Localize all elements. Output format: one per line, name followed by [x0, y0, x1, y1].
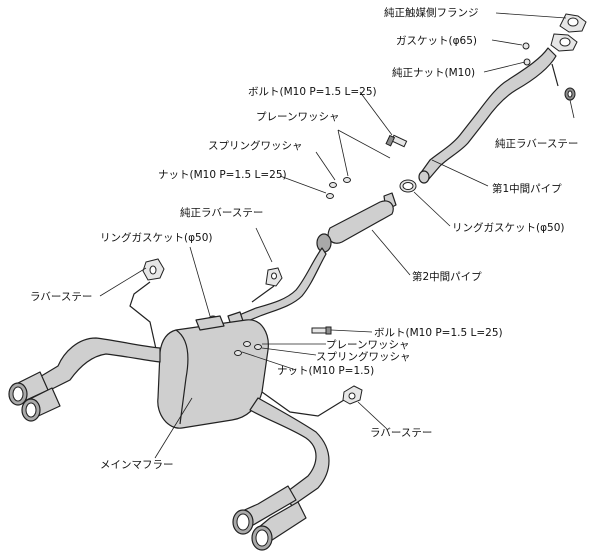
rubber-stay-right [342, 385, 363, 405]
rubber-stay-top [551, 63, 576, 101]
ring-gasket-50-right [399, 179, 417, 193]
tailpipe-tips-right [232, 485, 307, 551]
label-bolt-bottom: ボルト(M10 P=1.5 L=25) [374, 327, 503, 339]
label-spring-washer-bottom: スプリングワッシャ [316, 350, 411, 363]
label-rubber-stay-right: ラバーステー [370, 427, 432, 439]
washer-stack-top [326, 177, 351, 199]
label-bolt-top: ボルト(M10 P=1.5 L=25) [248, 86, 377, 98]
labels: 純正触媒側フランジ ガスケット(φ65) 純正ナット(M10) 純正ラバーステー… [30, 6, 578, 471]
bolt-bottom-icon [311, 326, 332, 335]
catalyst-flange [559, 13, 587, 33]
label-main-muffler: メインマフラー [100, 459, 174, 471]
label-plain-washer-top: プレーンワッシャ [256, 111, 339, 123]
label-catalyst-flange: 純正触媒側フランジ [384, 6, 479, 19]
oem-nut-icon [522, 42, 531, 66]
gasket-65 [550, 33, 578, 52]
rubber-stay-left [142, 258, 165, 281]
label-first-mid-pipe: 第1中間パイプ [492, 182, 562, 195]
main-muffler [37, 315, 330, 507]
label-second-mid-pipe: 第2中間パイプ [412, 270, 482, 283]
leader-lines [99, 12, 575, 459]
label-ring-gasket-left: リングガスケット(φ50) [100, 231, 212, 244]
label-gasket-65: ガスケット(φ65) [396, 35, 477, 47]
label-oem-rubber-stay-top: 純正ラバーステー [495, 137, 578, 150]
hanger-rods [129, 281, 345, 417]
label-plain-washer-bottom: プレーンワッシャ [326, 339, 409, 351]
bolt-top-icon [385, 134, 408, 148]
label-rubber-stay-left: ラバーステー [30, 291, 92, 303]
label-nut-top: ナット(M10 P=1.5 L=25) [158, 169, 287, 181]
washer-stack-bottom [234, 341, 262, 356]
label-oem-nut: 純正ナット(M10) [392, 66, 475, 79]
label-ring-gasket-right: リングガスケット(φ50) [452, 221, 564, 234]
oem-rubber-stay-mid [251, 267, 283, 303]
first-mid-pipe [418, 47, 557, 184]
label-spring-washer-top: スプリングワッシャ [208, 139, 303, 152]
label-oem-rubber-stay-mid: 純正ラバーステー [180, 206, 263, 219]
tailpipe-tips-left [8, 371, 61, 422]
label-nut-bottom: ナット(M10 P=1.5) [277, 365, 374, 377]
second-mid-pipe [227, 192, 397, 329]
